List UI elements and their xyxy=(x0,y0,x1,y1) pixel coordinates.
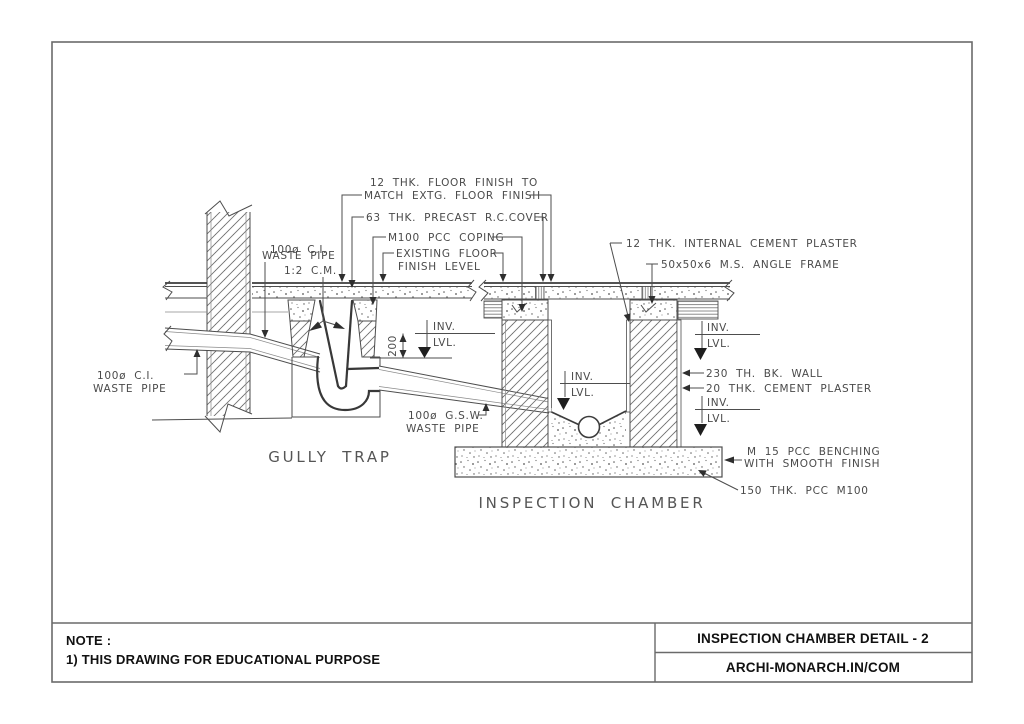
inv-text: INV. xyxy=(571,371,594,383)
chamber-wall-left xyxy=(501,319,549,448)
ground-line xyxy=(151,417,293,421)
inspection-chamber-structure xyxy=(454,279,735,478)
label-ci-top-line2: WASTE PIPE xyxy=(262,250,335,262)
inv-lvl-marker-right-upper: INV. LVL. xyxy=(694,321,760,360)
chamber-coping-right xyxy=(629,299,678,321)
annotation-leaders: 12 THK. FLOOR FINISH TO MATCH EXTG. FLOO… xyxy=(261,177,858,338)
label-gsw-line2: WASTE PIPE xyxy=(406,423,479,435)
label-ci-left-line2: WASTE PIPE xyxy=(93,383,166,395)
channel-pipe-section xyxy=(577,415,601,439)
angle-frame-joint-left xyxy=(535,286,545,300)
lvl-text: LVL. xyxy=(433,337,456,349)
angle-frame-joint-right xyxy=(641,286,651,300)
caption-gully-trap: GULLY TRAP xyxy=(268,448,392,466)
dim-200-text: 200 xyxy=(387,335,399,357)
label-internal-plaster: 12 THK. INTERNAL CEMENT PLASTER xyxy=(626,238,858,250)
label-existing-floor-line2: FINISH LEVEL xyxy=(398,261,481,273)
chamber-wall-right xyxy=(629,319,678,448)
label-ci-top-line1: 100ø C.I. xyxy=(270,244,327,256)
label-existing-floor-line1: EXISTING FLOOR xyxy=(396,248,498,260)
drawing-title: INSPECTION CHAMBER DETAIL - 2 xyxy=(697,631,929,646)
inv-lvl-marker-left: INV. LVL. xyxy=(415,320,495,358)
floor-layers-left xyxy=(483,300,503,319)
note-heading: NOTE : xyxy=(66,633,111,648)
gully-trap-assembly xyxy=(287,299,381,418)
pipe-labels: 100ø C.I. WASTE PIPE 100ø G.S.W. WASTE P… xyxy=(93,349,490,435)
wall-break-top xyxy=(204,200,253,217)
floor-break-left xyxy=(162,280,173,301)
lvl-text: LVL. xyxy=(707,338,730,350)
gully-coping-left xyxy=(287,299,316,322)
caption-inspection-chamber: INSPECTION CHAMBER xyxy=(478,494,705,512)
floor-slab-band xyxy=(484,287,730,299)
pipe-break-mark xyxy=(163,325,173,352)
label-precast-cover: 63 THK. PRECAST R.C.COVER xyxy=(366,212,549,224)
plaster-right-outer xyxy=(676,319,682,448)
floor-layers-right xyxy=(677,300,719,320)
website-text: ARCHI-MONARCH.IN/COM xyxy=(726,660,900,675)
lvl-text: LVL. xyxy=(571,387,594,399)
inv-text: INV. xyxy=(707,322,730,334)
existing-floor-left xyxy=(162,279,477,313)
inv-lvl-marker-right-lower: INV. LVL. xyxy=(694,396,760,436)
label-benching-line2: WITH SMOOTH FINISH xyxy=(744,458,880,470)
inv-text: INV. xyxy=(433,321,456,333)
label-brick-wall: 230 TH. BK. WALL xyxy=(706,368,823,380)
slab-break-right xyxy=(724,279,735,302)
wall-break-bottom xyxy=(204,403,253,433)
trap-tube-right xyxy=(344,299,354,388)
label-gsw-line1: 100ø G.S.W. xyxy=(408,410,484,422)
label-ci-top-line3: 1:2 C.M. xyxy=(284,265,337,277)
label-benching-line1: M 15 PCC BENCHING xyxy=(747,446,880,458)
label-angle-frame: 50x50x6 M.S. ANGLE FRAME xyxy=(661,259,840,271)
label-pcc-coping: M100 PCC COPING xyxy=(388,232,504,244)
chamber-coping-left xyxy=(501,299,549,321)
plaster-left-inner xyxy=(547,319,552,413)
label-floor-finish-line2: MATCH EXTG. FLOOR FINISH xyxy=(364,190,541,202)
dimension-200: 200 xyxy=(370,333,452,359)
label-pcc-base: 150 THK. PCC M100 xyxy=(740,485,869,497)
inv-lvl-marker-chamber: INV. LVL. xyxy=(557,371,630,410)
inv-text: INV. xyxy=(707,397,730,409)
label-cement-plaster: 20 THK. CEMENT PLASTER xyxy=(706,383,872,395)
building-wall-section xyxy=(151,200,293,433)
slab-break-left xyxy=(478,279,489,302)
note-line: 1) THIS DRAWING FOR EDUCATIONAL PURPOSE xyxy=(66,652,380,667)
title-block: NOTE : 1) THIS DRAWING FOR EDUCATIONAL P… xyxy=(66,631,929,675)
plaster-right-inner xyxy=(626,319,631,413)
lvl-text: LVL. xyxy=(707,413,730,425)
pcc-base-slab xyxy=(454,446,723,478)
floor-break-right xyxy=(467,279,477,302)
label-floor-finish-line1: 12 THK. FLOOR FINISH TO xyxy=(370,177,538,189)
trap-bowl xyxy=(316,355,381,412)
right-labels: 230 TH. BK. WALL 20 THK. CEMENT PLASTER … xyxy=(682,368,880,497)
label-ci-left-line1: 100ø C.I. xyxy=(97,370,154,382)
